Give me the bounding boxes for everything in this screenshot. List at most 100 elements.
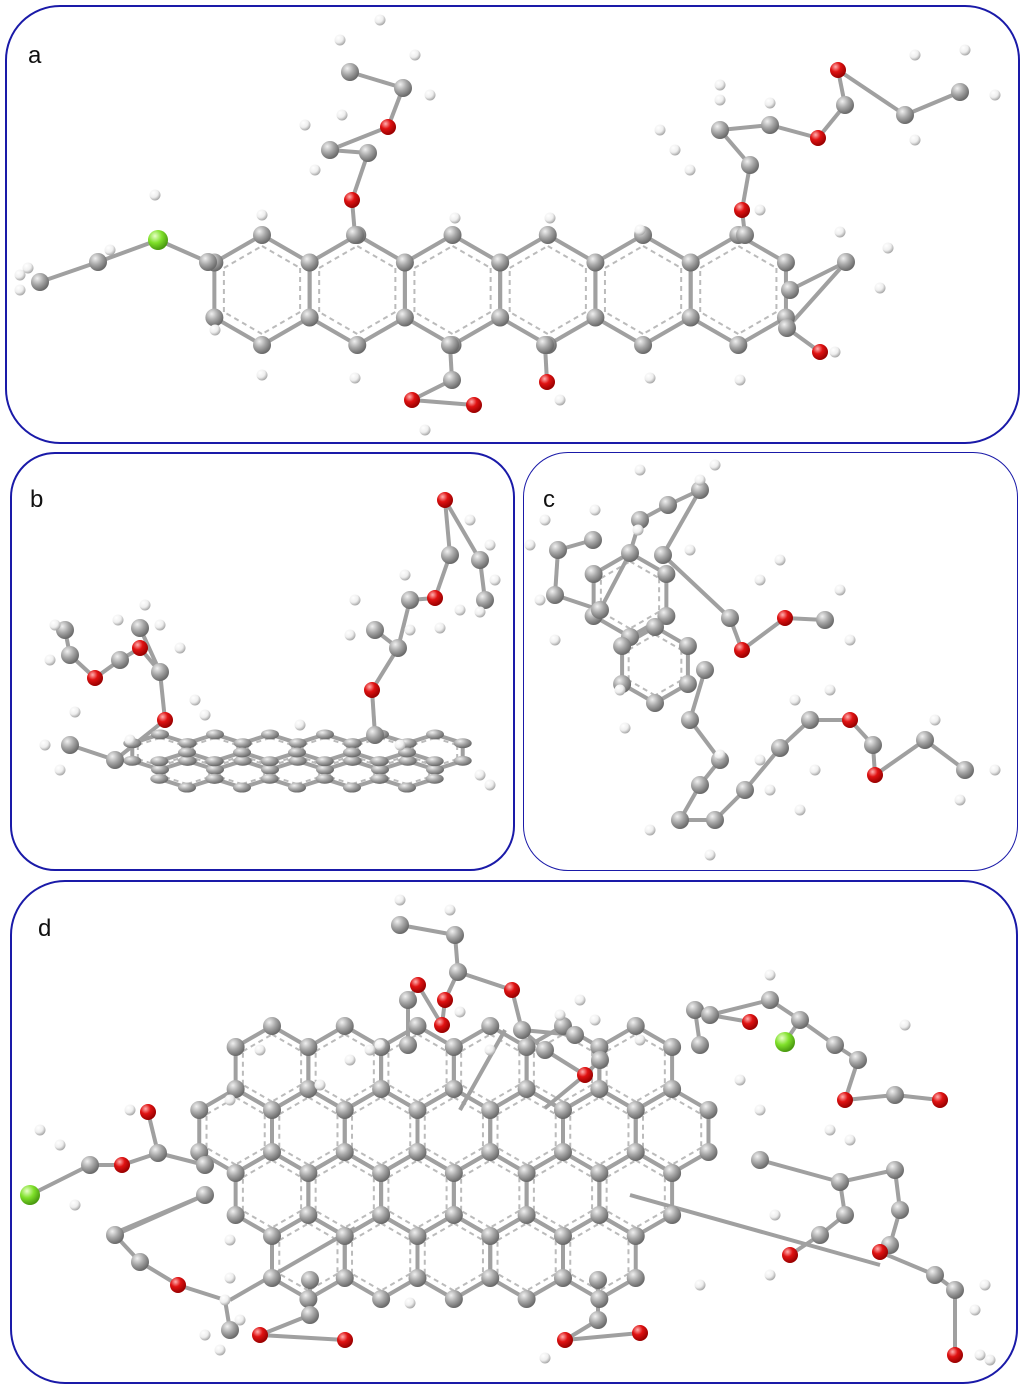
carbon-atom [444, 1038, 463, 1056]
carbon-atom [626, 1227, 645, 1245]
hydrogen-atom [394, 894, 406, 906]
oxygen-atom [932, 1092, 948, 1108]
bond [642, 1146, 673, 1166]
bond [547, 311, 587, 335]
carbon-atom [654, 546, 672, 564]
bond [839, 1168, 896, 1184]
hydrogen-atom [69, 1199, 81, 1211]
bond [380, 1146, 411, 1166]
carbon-atom [106, 1226, 124, 1244]
carbon-atom [584, 565, 603, 583]
carbon-atom [681, 711, 699, 729]
carbon-atom [481, 1017, 500, 1035]
bond [497, 1096, 528, 1116]
carbon-atom [699, 1143, 718, 1161]
carbon-atom [389, 639, 407, 657]
hydrogen-atom [474, 606, 486, 618]
bond [451, 233, 502, 265]
carbon-atom [678, 637, 697, 655]
bond [460, 1083, 491, 1103]
hydrogen-atom [974, 1349, 986, 1361]
panel-label-d: d [38, 915, 52, 942]
bond [344, 1209, 375, 1229]
oxygen-atom [410, 977, 426, 993]
carbon-atom [634, 336, 653, 354]
bond [562, 1083, 593, 1103]
bond [526, 1146, 557, 1166]
hydrogen-atom [112, 614, 124, 626]
hydrogen-atom [694, 1279, 706, 1291]
carbon-atom [443, 226, 462, 244]
carbon-atom [233, 747, 251, 758]
hydrogen-atom [224, 1272, 236, 1284]
carbon-atom [663, 1038, 682, 1056]
hydrogen-atom [189, 694, 201, 706]
carbon-atom [178, 755, 197, 766]
oxygen-atom [114, 1157, 130, 1173]
carbon-atom [549, 541, 567, 559]
bond [387, 1083, 418, 1103]
carbon-atom [449, 963, 467, 981]
carbon-atom [398, 782, 416, 793]
hydrogen-atom [199, 709, 211, 721]
bond [271, 1083, 302, 1103]
bond [699, 311, 739, 335]
carbon-atom [205, 756, 224, 767]
oxygen-atom [170, 1277, 186, 1293]
carbon-atom [408, 1269, 427, 1287]
halogen-atom [20, 1185, 40, 1205]
carbon-atom [123, 755, 142, 766]
hydrogen-atom [349, 594, 361, 606]
hydrogen-atom [419, 424, 431, 436]
carbon-atom [916, 731, 934, 749]
carbon-atom [366, 726, 384, 744]
hydrogen-atom [474, 769, 486, 781]
hydrogen-atom [364, 1044, 376, 1056]
hydrogen-atom [589, 504, 601, 516]
hydrogen-atom [154, 619, 166, 631]
carbon-atom [657, 565, 676, 583]
bond [387, 1033, 418, 1053]
bond [387, 1209, 418, 1229]
carbon-atom [408, 1017, 427, 1035]
carbon-atom [426, 764, 444, 775]
oxygen-atom [810, 130, 826, 146]
panel-b [10, 452, 515, 871]
carbon-atom [226, 1080, 245, 1098]
bond [318, 311, 358, 335]
carbon-atom [343, 747, 361, 758]
oxygen-atom [380, 119, 396, 135]
oxygen-atom [812, 344, 828, 360]
hydrogen-atom [34, 1124, 46, 1136]
bond [380, 1272, 411, 1292]
carbon-atom [61, 646, 79, 664]
carbon-atom [736, 781, 754, 799]
oxygen-atom [842, 712, 858, 728]
bond [315, 1033, 346, 1053]
bond [458, 1029, 507, 1111]
bond [497, 1272, 528, 1292]
bond [533, 1209, 564, 1229]
bond [278, 1222, 309, 1242]
carbon-atom [149, 1144, 167, 1162]
hydrogen-atom [734, 1074, 746, 1086]
oxygen-atom [434, 1017, 450, 1033]
carbon-atom [288, 755, 307, 766]
carbon-atom [205, 773, 224, 784]
hydrogen-atom [632, 524, 644, 536]
hydrogen-atom [684, 164, 696, 176]
carbon-atom [366, 621, 384, 639]
oxygen-atom [557, 1332, 573, 1348]
carbon-atom [343, 755, 362, 766]
bond [315, 1159, 346, 1179]
carbon-atom [626, 1269, 645, 1287]
carbon-atom [691, 481, 709, 499]
bond [489, 1033, 520, 1053]
carbon-atom [190, 1101, 209, 1119]
bond [598, 1096, 629, 1116]
hydrogen-atom [219, 1294, 231, 1306]
bond [453, 1272, 484, 1292]
oxygen-atom [539, 374, 555, 390]
hydrogen-atom [754, 204, 766, 216]
